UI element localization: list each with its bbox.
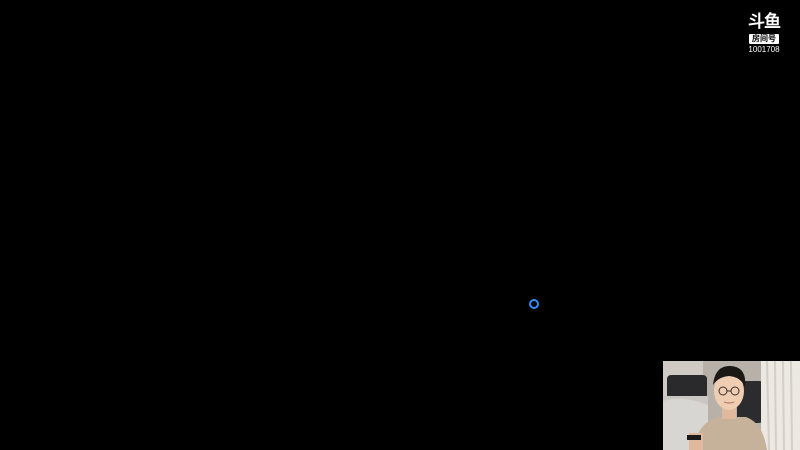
room-number-label: 房间号 (749, 34, 779, 44)
douyu-logo: 斗鱼 (748, 12, 781, 32)
loading-spinner-icon (529, 299, 539, 309)
room-number-value: 1001708 (748, 45, 780, 54)
webcam-overlay (663, 361, 800, 450)
webcam-feed-image (663, 361, 800, 450)
douyu-watermark: 斗鱼 房间号 1001708 (742, 12, 786, 55)
